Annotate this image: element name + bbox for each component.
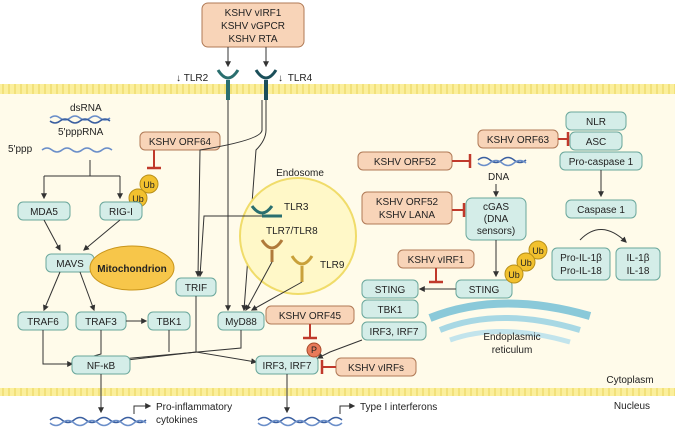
- trif-label: TRIF: [185, 283, 207, 294]
- tlr3-receptor-icon: [250, 205, 274, 215]
- caspase-label: Caspase 1: [577, 205, 625, 216]
- ub-badge-5: [504, 264, 524, 284]
- asc-box: [569, 131, 623, 151]
- orf45-label: KSHV ORF45: [279, 311, 342, 322]
- myd88-label: MyD88: [225, 317, 257, 328]
- dsrna-icon: [49, 115, 111, 121]
- traf6-label: TRAF6: [27, 317, 59, 328]
- sting-er-label: STING: [469, 285, 500, 296]
- tlr3-label: TLR3: [284, 202, 309, 213]
- pro-il-line2: Pro-IL-18: [560, 266, 602, 277]
- plasma-membrane: [0, 84, 675, 94]
- orf63-label: KSHV ORF63: [487, 135, 550, 146]
- il-line2: IL-18: [627, 266, 650, 277]
- dna-nucleus-right-icon: [257, 416, 343, 424]
- irf-left-label: IRF3, IRF7: [263, 361, 312, 372]
- orf64-box: [139, 131, 221, 151]
- svg-text:Ub: Ub: [532, 246, 544, 256]
- ub-badge-4: [516, 252, 536, 272]
- nlr-label: NLR: [586, 117, 606, 128]
- viral-top-line1: KSHV vIRF1: [225, 8, 282, 19]
- mda5-label: MDA5: [30, 207, 58, 218]
- tlr9-receptor-icon: [290, 255, 314, 266]
- svg-text:Ub: Ub: [132, 194, 144, 204]
- ppprna-label: 5'pppRNA: [58, 127, 104, 138]
- svg-text:Ub: Ub: [143, 180, 155, 190]
- orf52-label: KSHV ORF52: [374, 157, 437, 168]
- cgas-line2: (DNA: [484, 214, 509, 225]
- orf64-label: KSHV ORF64: [149, 137, 212, 148]
- tlr78-receptor-icon: [260, 239, 284, 250]
- irf-right-label: IRF3, IRF7: [370, 327, 419, 338]
- cytoplasm-label: Cytoplasm: [606, 375, 653, 386]
- virfs-label: KSHV vIRFs: [348, 363, 404, 374]
- mavs-label: MAVS: [56, 259, 84, 270]
- ppprna-icon: [41, 147, 113, 153]
- orf52-lana-line2: KSHV LANA: [379, 210, 435, 221]
- viral-box-top: [201, 2, 305, 48]
- nlr-box: [565, 111, 627, 131]
- viral-top-line2: KSHV vGPCR: [221, 21, 285, 32]
- svg-text:↓: ↓: [176, 73, 181, 84]
- svg-text:P: P: [311, 345, 317, 355]
- cgas-line3: sensors): [477, 226, 515, 237]
- svg-text:↓: ↓: [278, 73, 283, 84]
- dna-nucleus-left-icon: [49, 416, 147, 424]
- ub-badge-1: [139, 174, 159, 194]
- tlr4-receptor-icon: [254, 69, 278, 80]
- ub-badge-3: [528, 240, 548, 260]
- rigi-box: [99, 201, 143, 221]
- tlr4-label: TLR4: [288, 73, 313, 84]
- il-box: [615, 247, 661, 281]
- ppp-label: 5'ppp: [8, 144, 33, 155]
- pro-il-line1: Pro-IL-1β: [560, 253, 602, 264]
- endosome-label: Endosome: [276, 168, 324, 179]
- mitochondrion-label: Mitochondrion: [97, 264, 166, 275]
- dna-label: DNA: [488, 172, 509, 183]
- er-icon: [428, 299, 592, 322]
- nuclear-membrane: [0, 388, 675, 396]
- virf1-label: KSHV vIRF1: [408, 255, 465, 266]
- tlr2-receptor-icon: [216, 69, 240, 80]
- nfkb-label: NF-κB: [87, 361, 116, 372]
- il-line1: IL-1β: [627, 253, 650, 264]
- tbk1-left-label: TBK1: [156, 317, 181, 328]
- orf52-lana-line1: KSHV ORF52: [376, 197, 439, 208]
- sting-label: STING: [375, 285, 406, 296]
- er-line2: reticulum: [492, 345, 533, 356]
- svg-text:Ub: Ub: [520, 258, 532, 268]
- cgas-line1: cGAS: [483, 202, 509, 213]
- svg-text:Ub: Ub: [508, 270, 520, 280]
- er-line1: Endoplasmic: [483, 332, 540, 343]
- tbk1-right-box: [361, 299, 419, 319]
- sting-box: [361, 279, 419, 299]
- proinf-line1: Pro-inflammatory: [156, 402, 232, 413]
- tbk1-right-label: TBK1: [377, 305, 402, 316]
- traf3-label: TRAF3: [85, 317, 117, 328]
- procaspase-label: Pro-caspase 1: [569, 157, 634, 168]
- asc-label: ASC: [586, 137, 607, 148]
- orf52-lana-box: [361, 191, 453, 225]
- mitochondrion-icon: [89, 245, 175, 291]
- rigi-label: RIG-I: [109, 207, 133, 218]
- endosome-icon: [239, 177, 357, 295]
- pro-il-box: [551, 247, 611, 281]
- tlr9-label: TLR9: [320, 260, 345, 271]
- tlr78-label: TLR7/TLR8: [266, 226, 318, 237]
- ifn-label: Type I interferons: [360, 402, 437, 413]
- tlr2-label: TLR2: [184, 73, 209, 84]
- proinf-line2: cytokines: [156, 415, 198, 426]
- caspase-box: [565, 199, 637, 219]
- dsrna-label: dsRNA: [70, 103, 102, 114]
- nucleus-label: Nucleus: [614, 401, 650, 412]
- irf-right-box: [361, 321, 427, 341]
- viral-top-line3: KSHV RTA: [228, 34, 277, 45]
- dna-icon: [477, 156, 527, 164]
